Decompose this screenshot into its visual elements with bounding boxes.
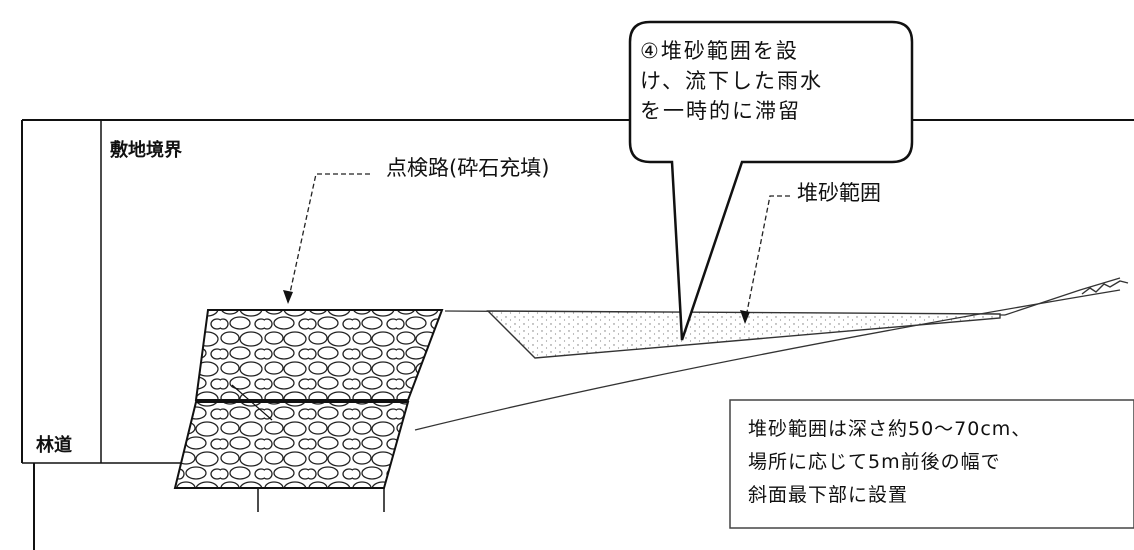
sand-area-arrowhead [740,310,750,324]
forest-road-label: 林道 [36,435,72,456]
sand-area-leader [744,195,790,323]
callout-line: け、流下した雨水 [640,69,823,93]
note-line: 堆砂範囲は深さ約50～70cm、 [748,418,1032,440]
note-line: 斜面最下部に設置 [748,484,909,506]
inspection-path-leader [287,173,370,303]
inner-stroke [231,384,273,421]
callout-line: を一時的に滞留 [640,99,801,123]
sand-basin [486,310,1001,359]
note-box [729,399,1134,529]
inspection-path-arrowhead [283,290,293,304]
subsurface-slope-line [414,289,1121,431]
site-boundary-label: 敷地境界 [110,140,182,161]
callout-text: ④堆砂範囲を設 け、流下した雨水 を一時的に滞留 [640,36,890,126]
inspection-path-lower [173,401,410,489]
note-line: 場所に応じて5m前後の幅で [748,451,1001,473]
callout-bubble [628,20,914,341]
callout-line: ④堆砂範囲を設 [640,39,799,63]
note-text: 堆砂範囲は深さ約50～70cm、 場所に応じて5m前後の幅で 斜面最下部に設置 [748,413,1128,512]
inspection-path-label: 点検路(砕石充填) [386,156,550,180]
sand-area-label: 堆砂範囲 [797,181,881,205]
sketch-marks [1081,280,1129,295]
slope-upper-line [1004,277,1121,316]
